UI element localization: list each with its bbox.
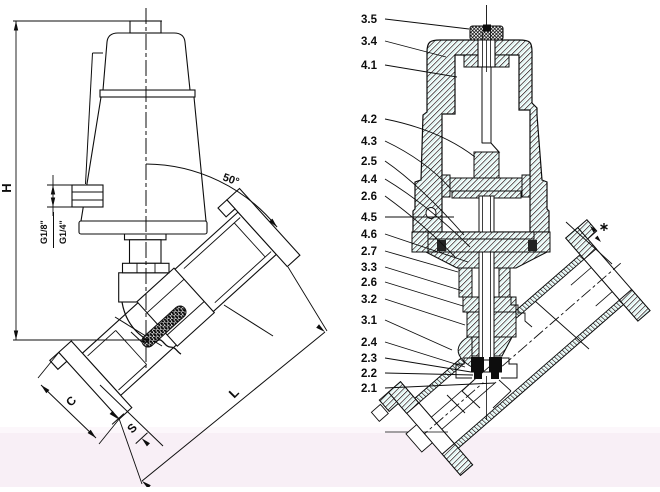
- svg-text:G1/8": G1/8": [39, 220, 49, 244]
- svg-text:3.4: 3.4: [361, 36, 378, 48]
- svg-text:2.3: 2.3: [361, 353, 377, 365]
- svg-text:3.5: 3.5: [361, 14, 378, 26]
- svg-text:3.3: 3.3: [361, 262, 377, 274]
- svg-text:G1/4": G1/4": [58, 220, 68, 244]
- svg-text:2.7: 2.7: [361, 246, 377, 258]
- svg-text:2.1: 2.1: [361, 383, 378, 395]
- svg-text:4.6: 4.6: [361, 229, 377, 241]
- svg-text:2.6: 2.6: [361, 191, 377, 203]
- svg-text:4.4: 4.4: [361, 174, 378, 186]
- svg-text:H: H: [0, 183, 14, 192]
- svg-text:50°: 50°: [221, 172, 241, 189]
- svg-text:2.5: 2.5: [361, 156, 378, 168]
- svg-text:3.1: 3.1: [361, 315, 378, 327]
- svg-text:4.1: 4.1: [361, 60, 378, 72]
- svg-text:3.2: 3.2: [361, 294, 377, 306]
- svg-text:2.4: 2.4: [361, 337, 378, 349]
- svg-text:4.2: 4.2: [361, 114, 377, 126]
- svg-text:4.3: 4.3: [361, 136, 377, 148]
- svg-text:2.6: 2.6: [361, 277, 377, 289]
- svg-text:2.2: 2.2: [361, 368, 377, 380]
- svg-text:4.5: 4.5: [361, 212, 378, 224]
